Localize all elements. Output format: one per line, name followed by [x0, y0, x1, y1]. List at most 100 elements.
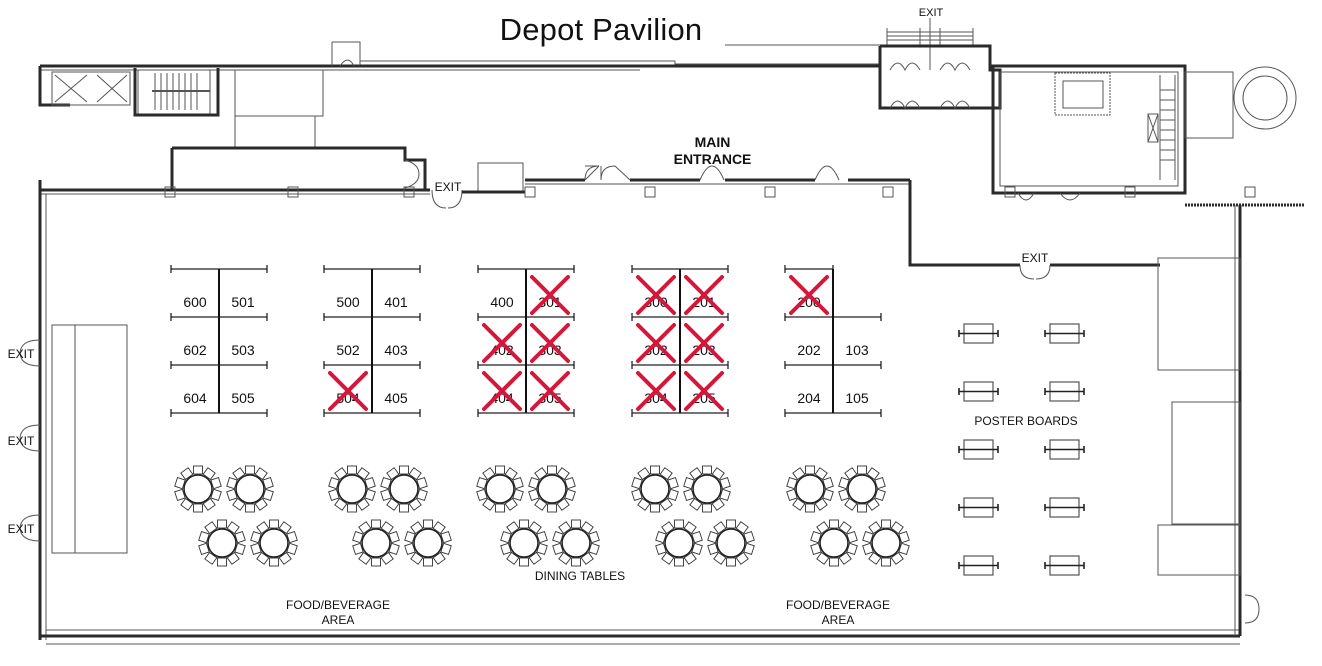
- chair: [226, 551, 240, 565]
- booth-404[interactable]: 404: [482, 371, 522, 411]
- round-table: [664, 528, 694, 558]
- chair: [683, 477, 695, 490]
- chair: [226, 477, 238, 490]
- chair: [204, 521, 218, 535]
- dining-table[interactable]: [404, 519, 452, 567]
- dining-table[interactable]: [174, 465, 222, 513]
- chair: [564, 488, 576, 501]
- poster-board[interactable]: [1044, 439, 1085, 460]
- booth-202[interactable]: 202: [797, 342, 821, 358]
- poster-board[interactable]: [958, 381, 999, 402]
- poster-board[interactable]: [958, 323, 999, 344]
- dining-table[interactable]: [226, 465, 274, 513]
- booth-600[interactable]: 600: [183, 294, 207, 310]
- dining-table[interactable]: [655, 519, 703, 567]
- dining-table[interactable]: [810, 519, 858, 567]
- chair: [423, 557, 433, 567]
- booth-305[interactable]: 305: [530, 371, 570, 411]
- chair: [250, 531, 262, 544]
- booth-300[interactable]: 300: [636, 275, 676, 315]
- chair: [552, 531, 564, 544]
- dining-area: [174, 465, 910, 567]
- booth-302[interactable]: 302: [636, 323, 676, 363]
- dining-table[interactable]: [838, 465, 886, 513]
- booth-103[interactable]: 103: [845, 342, 869, 358]
- chair: [862, 542, 874, 555]
- chair: [440, 531, 452, 544]
- booth-405[interactable]: 405: [384, 390, 408, 406]
- booth-502[interactable]: 502: [336, 342, 360, 358]
- booth-105[interactable]: 105: [845, 390, 869, 406]
- dining-table[interactable]: [528, 465, 576, 513]
- poster-board[interactable]: [958, 555, 999, 576]
- chair: [193, 503, 203, 513]
- main-entrance-line2: ENTRANCE: [673, 151, 752, 167]
- chair: [217, 557, 227, 567]
- chair: [588, 542, 600, 555]
- exit-label-top: EXIT: [918, 7, 944, 19]
- chair: [500, 542, 512, 555]
- dining-table[interactable]: [476, 465, 524, 513]
- poster-board[interactable]: [1044, 323, 1085, 344]
- chair: [786, 488, 798, 501]
- chair: [534, 497, 548, 511]
- chair: [810, 531, 822, 544]
- dining-table[interactable]: [250, 519, 298, 567]
- chair: [476, 477, 488, 490]
- chair: [386, 467, 400, 481]
- chair: [371, 557, 381, 567]
- dining-table[interactable]: [198, 519, 246, 567]
- dining-table[interactable]: [380, 465, 428, 513]
- dining-table[interactable]: [328, 465, 376, 513]
- booth-301[interactable]: 301: [530, 275, 570, 315]
- poster-board[interactable]: [958, 439, 999, 460]
- booth-500[interactable]: 500: [336, 294, 360, 310]
- booth-200[interactable]: 200: [789, 275, 829, 315]
- booth-201[interactable]: 201: [684, 275, 724, 315]
- booth-400[interactable]: 400: [490, 294, 514, 310]
- dining-table[interactable]: [683, 465, 731, 513]
- booth-taken-mark: [636, 323, 676, 363]
- chair: [846, 531, 858, 544]
- booth-503[interactable]: 503: [231, 342, 255, 358]
- booth-604[interactable]: 604: [183, 390, 207, 406]
- booth-taken-mark: [482, 371, 522, 411]
- booth-304[interactable]: 304: [636, 371, 676, 411]
- booth-205[interactable]: 205: [684, 371, 724, 411]
- chair: [174, 477, 186, 490]
- chair: [519, 557, 529, 567]
- booth-303[interactable]: 303: [530, 323, 570, 363]
- poster-board[interactable]: [1044, 497, 1085, 518]
- poster-board[interactable]: [1044, 381, 1085, 402]
- chair: [347, 503, 357, 513]
- booth-602[interactable]: 602: [183, 342, 207, 358]
- booth-401[interactable]: 401: [384, 294, 408, 310]
- chair: [631, 477, 643, 490]
- booth-504[interactable]: 504: [328, 371, 368, 411]
- exit-label-east: EXIT: [1021, 251, 1049, 265]
- chair: [881, 557, 891, 567]
- dining-table[interactable]: [631, 465, 679, 513]
- dining-table[interactable]: [707, 519, 755, 567]
- booth-203[interactable]: 203: [684, 323, 724, 363]
- chair: [844, 497, 858, 511]
- booth-block: 600 501 602 503 604 505: [170, 265, 268, 417]
- dining-table[interactable]: [786, 465, 834, 513]
- booth-501[interactable]: 501: [231, 294, 255, 310]
- chair: [536, 542, 548, 555]
- chair: [743, 542, 755, 555]
- chair: [556, 497, 570, 511]
- booth-204[interactable]: 204: [797, 390, 821, 406]
- dining-table[interactable]: [500, 519, 548, 567]
- poster-board[interactable]: [1044, 555, 1085, 576]
- poster-board[interactable]: [958, 497, 999, 518]
- booth-505[interactable]: 505: [231, 390, 255, 406]
- dining-table[interactable]: [352, 519, 400, 567]
- booth-403[interactable]: 403: [384, 342, 408, 358]
- chair: [829, 519, 839, 529]
- chair: [356, 467, 370, 481]
- booth-402[interactable]: 402: [482, 323, 522, 363]
- dining-table[interactable]: [862, 519, 910, 567]
- dining-table[interactable]: [552, 519, 600, 567]
- chair: [210, 488, 222, 501]
